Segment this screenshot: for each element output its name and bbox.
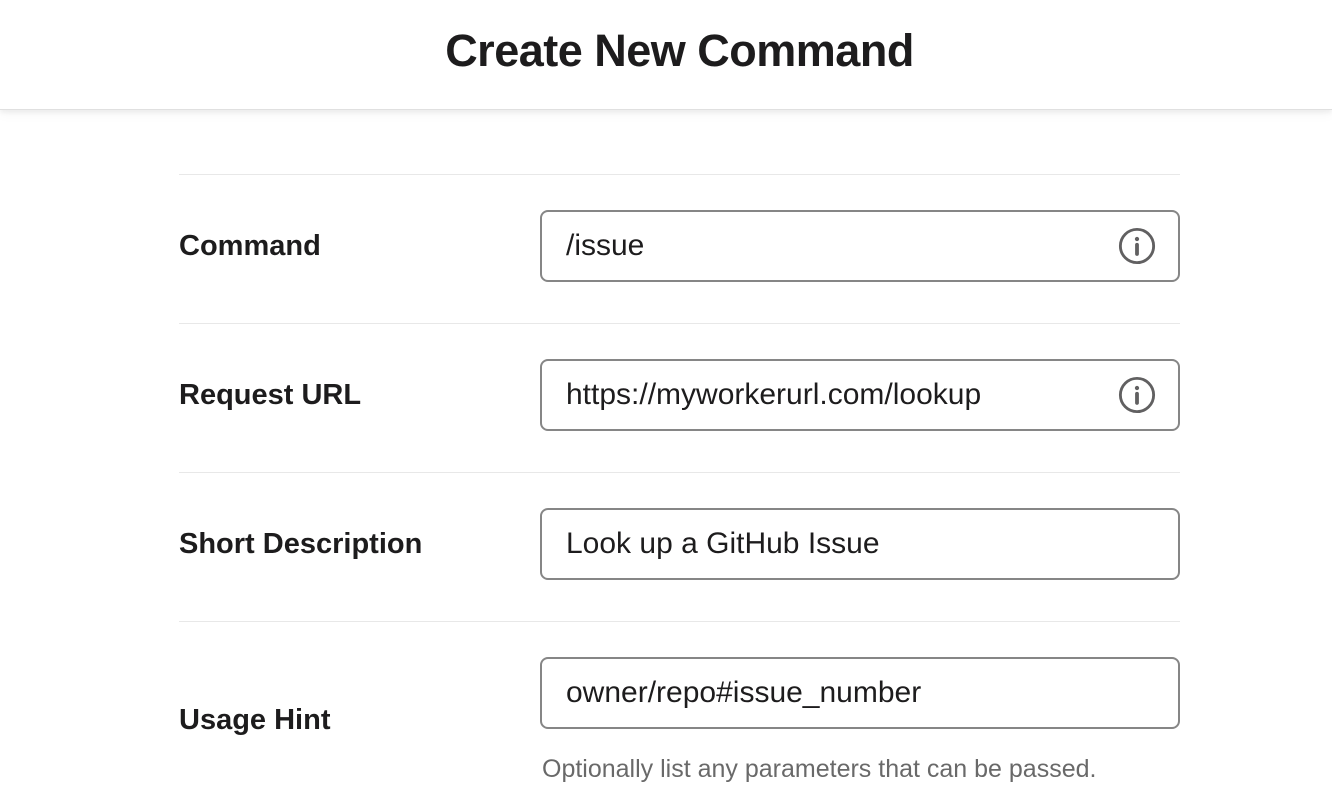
form-row-usage-hint: Usage Hint Optionally list any parameter…	[179, 621, 1180, 810]
create-command-form: Command Request URL	[179, 174, 1180, 810]
usage-hint-label: Usage Hint	[179, 704, 331, 736]
command-input-wrap	[540, 210, 1180, 282]
form-row-short-description: Short Description	[179, 472, 1180, 621]
command-input[interactable]	[540, 210, 1180, 282]
info-circle-icon[interactable]	[1118, 227, 1156, 265]
request-url-label: Request URL	[179, 378, 362, 411]
request-url-input[interactable]	[540, 359, 1180, 431]
command-label: Command	[179, 229, 321, 262]
usage-hint-input[interactable]	[540, 657, 1180, 729]
header-inner: Create New Command	[179, 25, 1180, 81]
info-circle-icon[interactable]	[1118, 376, 1156, 414]
page-header: Create New Command	[0, 0, 1332, 110]
short-description-field-col	[540, 508, 1180, 580]
request-url-field-col	[540, 359, 1180, 431]
short-description-label: Short Description	[179, 527, 423, 560]
short-description-input[interactable]	[540, 508, 1180, 580]
short-description-input-wrap	[540, 508, 1180, 580]
usage-hint-field-col: Optionally list any parameters that can …	[540, 657, 1180, 784]
form-row-command: Command	[179, 174, 1180, 323]
command-field-col	[540, 210, 1180, 282]
request-url-input-wrap	[540, 359, 1180, 431]
page-title: Create New Command	[445, 24, 914, 76]
usage-hint-helper-text: Optionally list any parameters that can …	[542, 755, 1097, 783]
form-row-request-url: Request URL	[179, 323, 1180, 472]
usage-hint-input-wrap	[540, 657, 1180, 729]
